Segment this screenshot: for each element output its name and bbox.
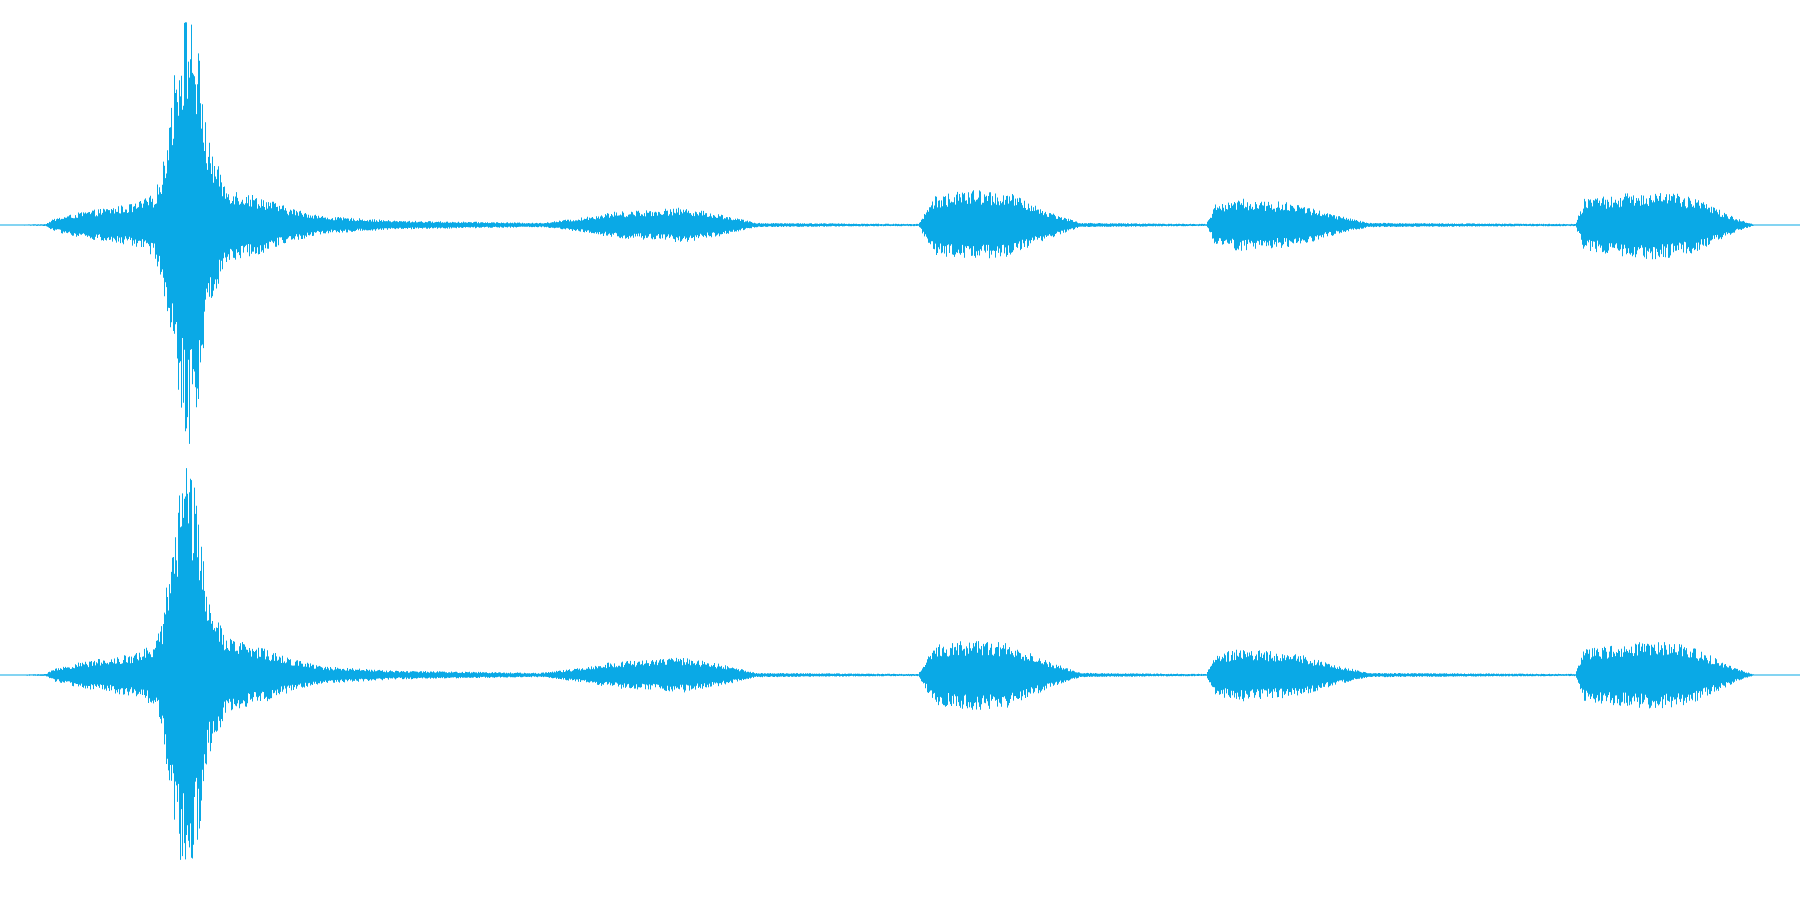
waveform-signal — [10, 468, 1755, 860]
waveform-signal — [10, 22, 1755, 444]
waveform-track-channel-left — [0, 22, 1800, 444]
tracks-group — [0, 22, 1800, 860]
waveform-track-channel-right — [0, 468, 1800, 860]
